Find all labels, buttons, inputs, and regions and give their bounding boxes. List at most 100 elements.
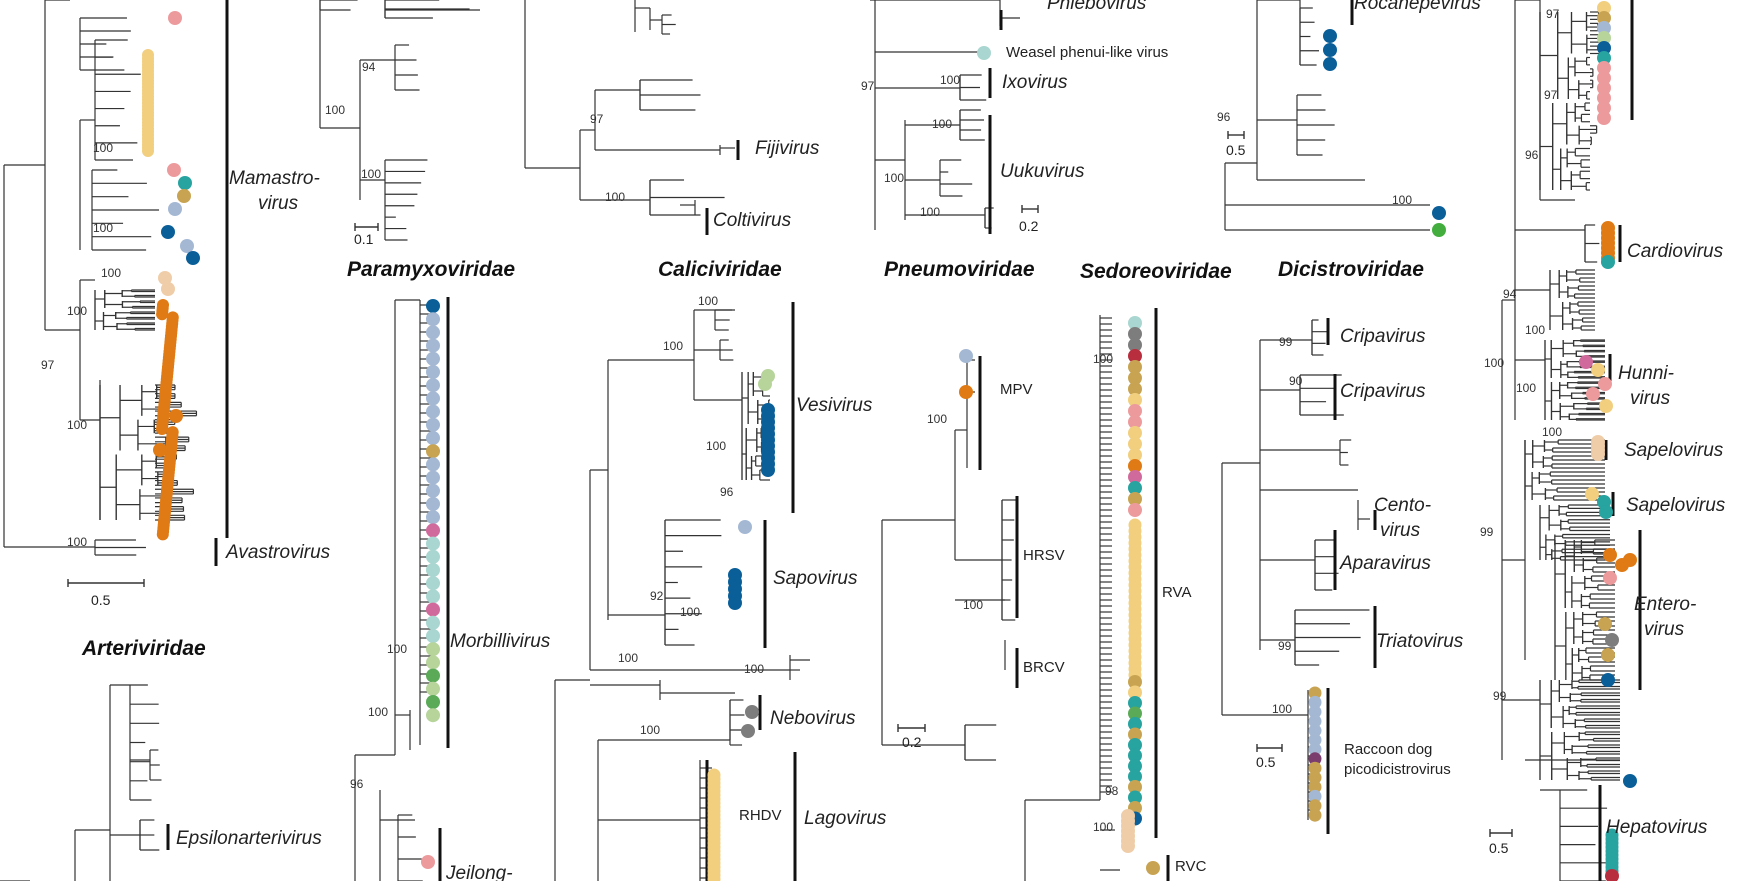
bootstrap-value: 100: [940, 73, 961, 87]
scale-label-astroviridae: 0.5: [91, 592, 111, 608]
scale-label-paramyxoviridae: 0.1: [354, 231, 374, 247]
tip-dot: [1597, 111, 1611, 125]
tip-dot: [426, 615, 440, 630]
tip-dot: [1128, 685, 1142, 700]
tip-dot: [1308, 752, 1322, 766]
bootstrap-value: 96: [350, 777, 364, 791]
label-raccoon-dog-line2: picodicistrovirus: [1344, 761, 1451, 778]
tip-dot: [1128, 503, 1142, 517]
bootstrap-value: 100: [67, 304, 88, 318]
tip-dot: [1308, 733, 1322, 747]
family-pneumoviridae: Pneumoviridae: [884, 258, 1035, 281]
tip-dot: [1128, 404, 1142, 418]
genus-coltivirus: Coltivirus: [713, 210, 792, 231]
tip-dot: [1597, 31, 1611, 45]
bootstrap-value: 100: [663, 339, 684, 353]
tip-dot: [1128, 759, 1142, 773]
bootstrap-value: 100: [1542, 425, 1563, 439]
tip-dot: [426, 549, 440, 564]
tip-dot: [1128, 426, 1142, 440]
tip-dot: [426, 325, 440, 340]
tip-dot: [426, 483, 440, 498]
tip-dot: [1308, 780, 1322, 794]
tip-dot: [1323, 29, 1337, 43]
bootstrap-value: 100: [927, 412, 948, 426]
tip-dot: [426, 378, 440, 393]
tip-dot: [177, 189, 191, 203]
bootstrap-value: 92: [650, 589, 664, 603]
tip-dot: [1128, 696, 1142, 710]
tip-dot: [426, 668, 440, 683]
genus-uukuvirus: Uukuvirus: [1000, 161, 1085, 182]
bootstrap-value: 94: [362, 60, 376, 74]
tip-dot: [1128, 470, 1142, 484]
tip-dot: [1605, 633, 1619, 647]
tip-dot: [426, 299, 440, 313]
tip-dot: [1121, 839, 1135, 853]
tip-dot: [1605, 869, 1619, 881]
tip-dot: [421, 855, 435, 869]
tip-dot: [426, 695, 440, 709]
tip-dot: [1308, 705, 1322, 719]
tip-dot: [1579, 355, 1593, 369]
bootstrap-value: 100: [640, 723, 661, 737]
tip-dot: [1623, 774, 1637, 788]
genus-nebovirus: Nebovirus: [770, 708, 856, 729]
tip-dot: [426, 563, 440, 577]
tip-dot: [1146, 861, 1160, 875]
tip-dot: [959, 349, 973, 363]
tip-dot: [1586, 387, 1600, 401]
tip-dot: [426, 510, 440, 525]
bootstrap-value: 99: [1480, 525, 1494, 539]
label-mpv: MPV: [1000, 381, 1033, 398]
bootstrap-value: 100: [67, 418, 88, 432]
genus-enterovirus-line1: Entero-: [1634, 594, 1697, 615]
bootstrap-value: 100: [963, 598, 984, 612]
tip-dot: [426, 576, 440, 591]
bootstrap-value: 97: [861, 79, 875, 93]
tip-dot: [1308, 799, 1322, 813]
scale-label-picornaviridae: 0.5: [1489, 840, 1509, 856]
label-weasel-phenui-like-virus: Weasel phenui-like virus: [1006, 44, 1169, 61]
tip-dot: [1128, 437, 1142, 451]
genus-enterovirus-line2: virus: [1644, 619, 1685, 640]
genus-vesivirus: Vesivirus: [796, 395, 873, 416]
bootstrap-value: 100: [1093, 820, 1114, 834]
tip-dot: [1308, 695, 1322, 709]
tip-dot: [426, 589, 440, 604]
tip-dot: [426, 708, 440, 723]
bootstrap-value: 90: [1289, 374, 1303, 388]
tip-dot: [1308, 808, 1322, 822]
genus-mamastrovirus-line1: Mamastro-: [229, 168, 320, 189]
tip-dot: [1597, 91, 1611, 105]
tip-dot: [745, 705, 759, 719]
tip-dot: [1585, 487, 1599, 501]
bootstrap-value: 100: [1093, 352, 1114, 366]
genus-rocahepevirus: Rocahepevirus: [1354, 0, 1481, 14]
bootstrap-value: 100: [368, 705, 389, 719]
tip-dot: [1308, 789, 1322, 803]
genus-sapelovirus-b: Sapelovirus: [1626, 495, 1726, 516]
tip-dot: [1128, 338, 1142, 352]
tip-dot: [707, 872, 721, 881]
scale-label-hepeviridae: 0.5: [1226, 142, 1246, 158]
bootstrap-value: 97: [41, 358, 55, 372]
genus-morbillivirus: Morbillivirus: [450, 631, 551, 652]
genus-ixovirus: Ixovirus: [1002, 72, 1068, 93]
bootstrap-value: 99: [1493, 689, 1507, 703]
tip-dot: [1128, 382, 1142, 396]
tip-dot: [426, 655, 440, 670]
tip-dot: [186, 251, 200, 265]
tip-dot: [1601, 255, 1615, 269]
family-arteriviridae: Arteriviridae: [82, 637, 206, 660]
label-hrsv: HRSV: [1023, 547, 1065, 564]
bootstrap-value: 100: [361, 167, 382, 181]
tip-dot: [426, 470, 440, 485]
tip-dot: [426, 338, 440, 353]
tip-dot: [1601, 648, 1615, 662]
genus-cardiovirus: Cardiovirus: [1627, 241, 1724, 262]
family-sedoreoviridae: Sedoreoviridae: [1080, 260, 1232, 283]
tip-dot: [169, 409, 183, 423]
